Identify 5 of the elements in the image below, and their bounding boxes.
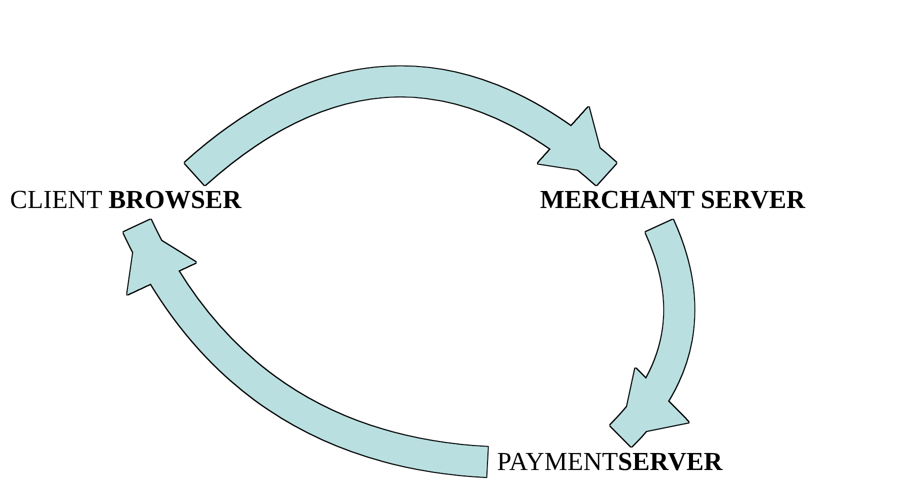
node-label: CLIENT BROWSER [10, 184, 242, 216]
curved-arrow [124, 219, 488, 477]
curved-arrow [185, 66, 616, 186]
node-label: MERCHANT SERVER [540, 184, 806, 216]
node-label: PAYMENTSERVER [497, 446, 722, 478]
